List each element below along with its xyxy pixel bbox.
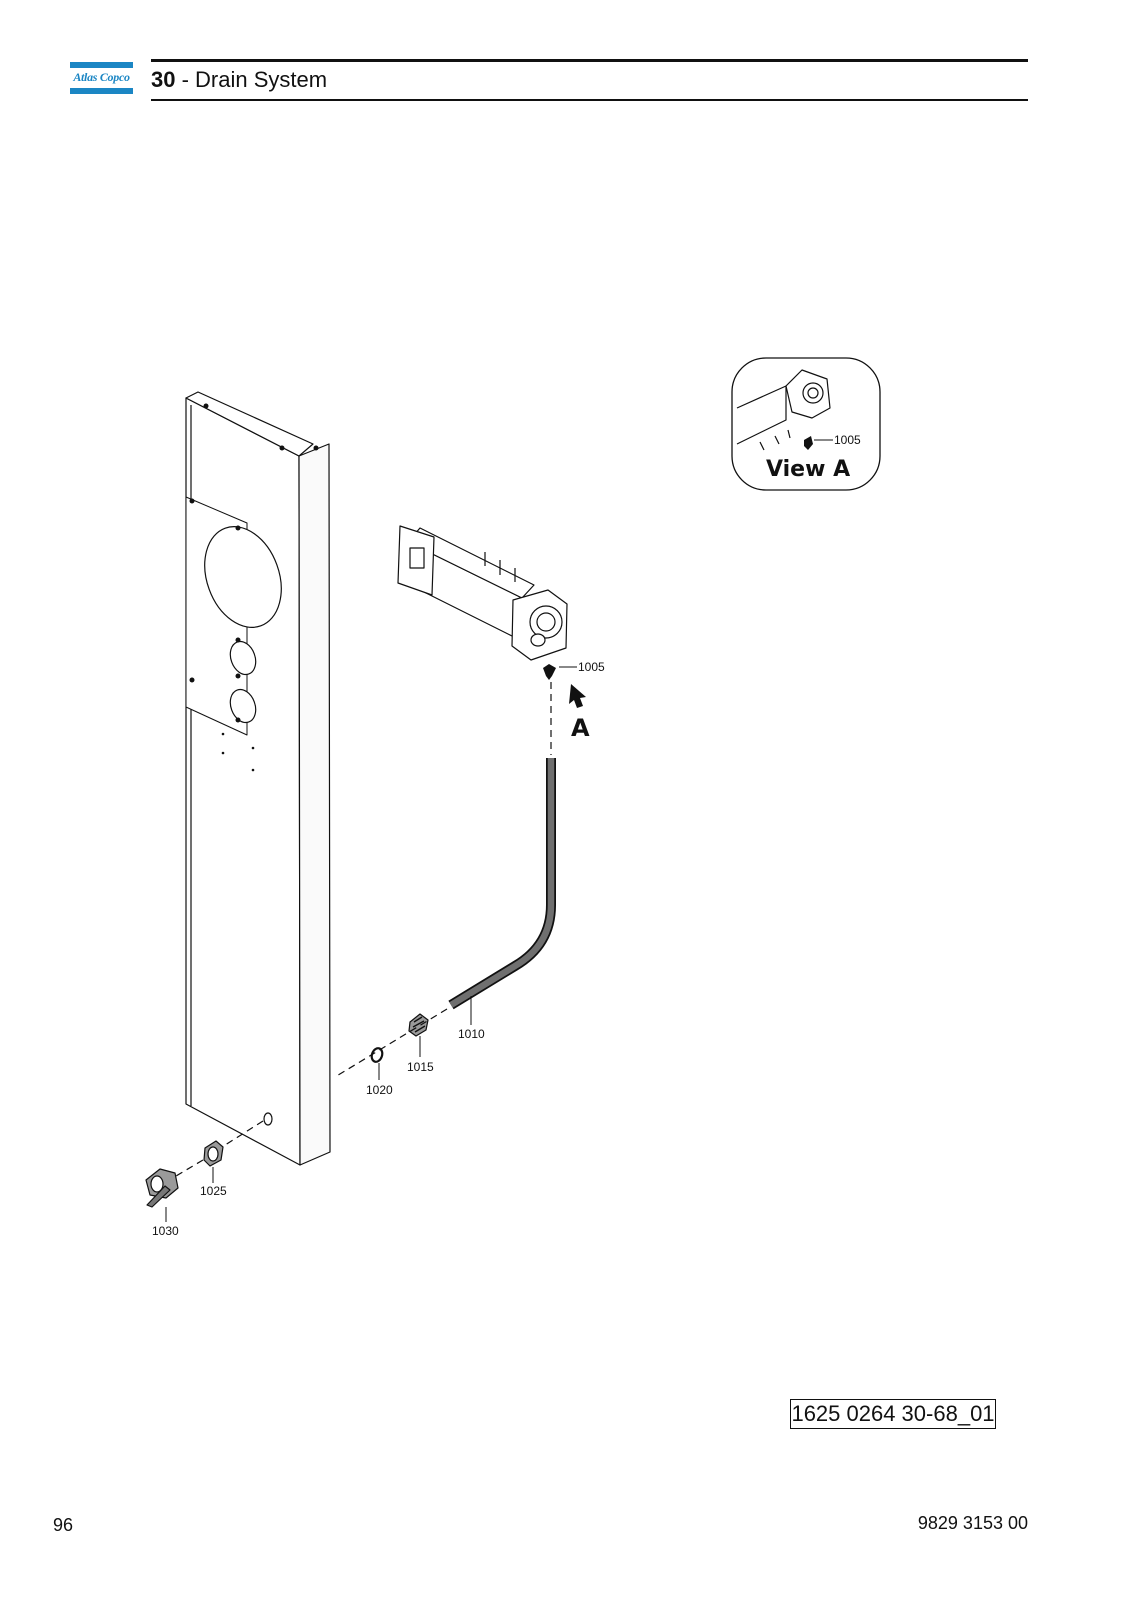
- assembly-line-upper: [334, 1008, 448, 1078]
- section-name: Drain System: [195, 67, 328, 92]
- drain-hose-1010: [448, 758, 556, 1010]
- detail-callout-1005: 1005: [834, 433, 861, 447]
- washer-1020: [370, 1047, 384, 1063]
- atlas-copco-logo: Atlas Copco: [70, 62, 133, 94]
- section-separator: -: [175, 67, 196, 92]
- header-rule-bottom: [151, 99, 1028, 101]
- view-arrow-label: A: [571, 714, 590, 742]
- detail-drain-plug: [804, 436, 813, 450]
- callout-1010: 1010: [458, 1027, 485, 1041]
- ball-valve-1030: [145, 1168, 179, 1208]
- callout-1020: 1020: [366, 1083, 393, 1097]
- drain-plug-1005: [543, 664, 556, 680]
- drawing-reference-number: 1625 0264 30-68_01: [790, 1399, 996, 1429]
- logo-band-bottom: [70, 88, 133, 94]
- view-arrow: [569, 684, 586, 708]
- callout-1015: 1015: [407, 1060, 434, 1074]
- side-panel: [185, 391, 331, 1166]
- cooler-assembly: [397, 525, 568, 661]
- detail-view-a: [731, 357, 881, 491]
- assembly-line-lower: [221, 1120, 264, 1148]
- section-number: 30: [151, 67, 176, 92]
- panel-fasteners: [189, 403, 319, 772]
- callout-1025: 1025: [200, 1184, 227, 1198]
- logo-band-top: [70, 62, 133, 68]
- bulkhead-fitting-1025: [203, 1140, 224, 1167]
- logo-text: Atlas Copco: [73, 70, 130, 84]
- callout-1005: 1005: [578, 660, 605, 674]
- detail-view-label: View A: [766, 457, 850, 482]
- callout-1030: 1030: [152, 1224, 179, 1238]
- page-number: 96: [53, 1515, 74, 1535]
- logo-band-middle: [70, 69, 133, 87]
- section-title: 30 - Drain System: [151, 66, 327, 94]
- hose-fitting-1015: [408, 1013, 429, 1037]
- header-rule-top: [151, 59, 1028, 62]
- document-number: 9829 3153 00: [917, 1513, 1028, 1533]
